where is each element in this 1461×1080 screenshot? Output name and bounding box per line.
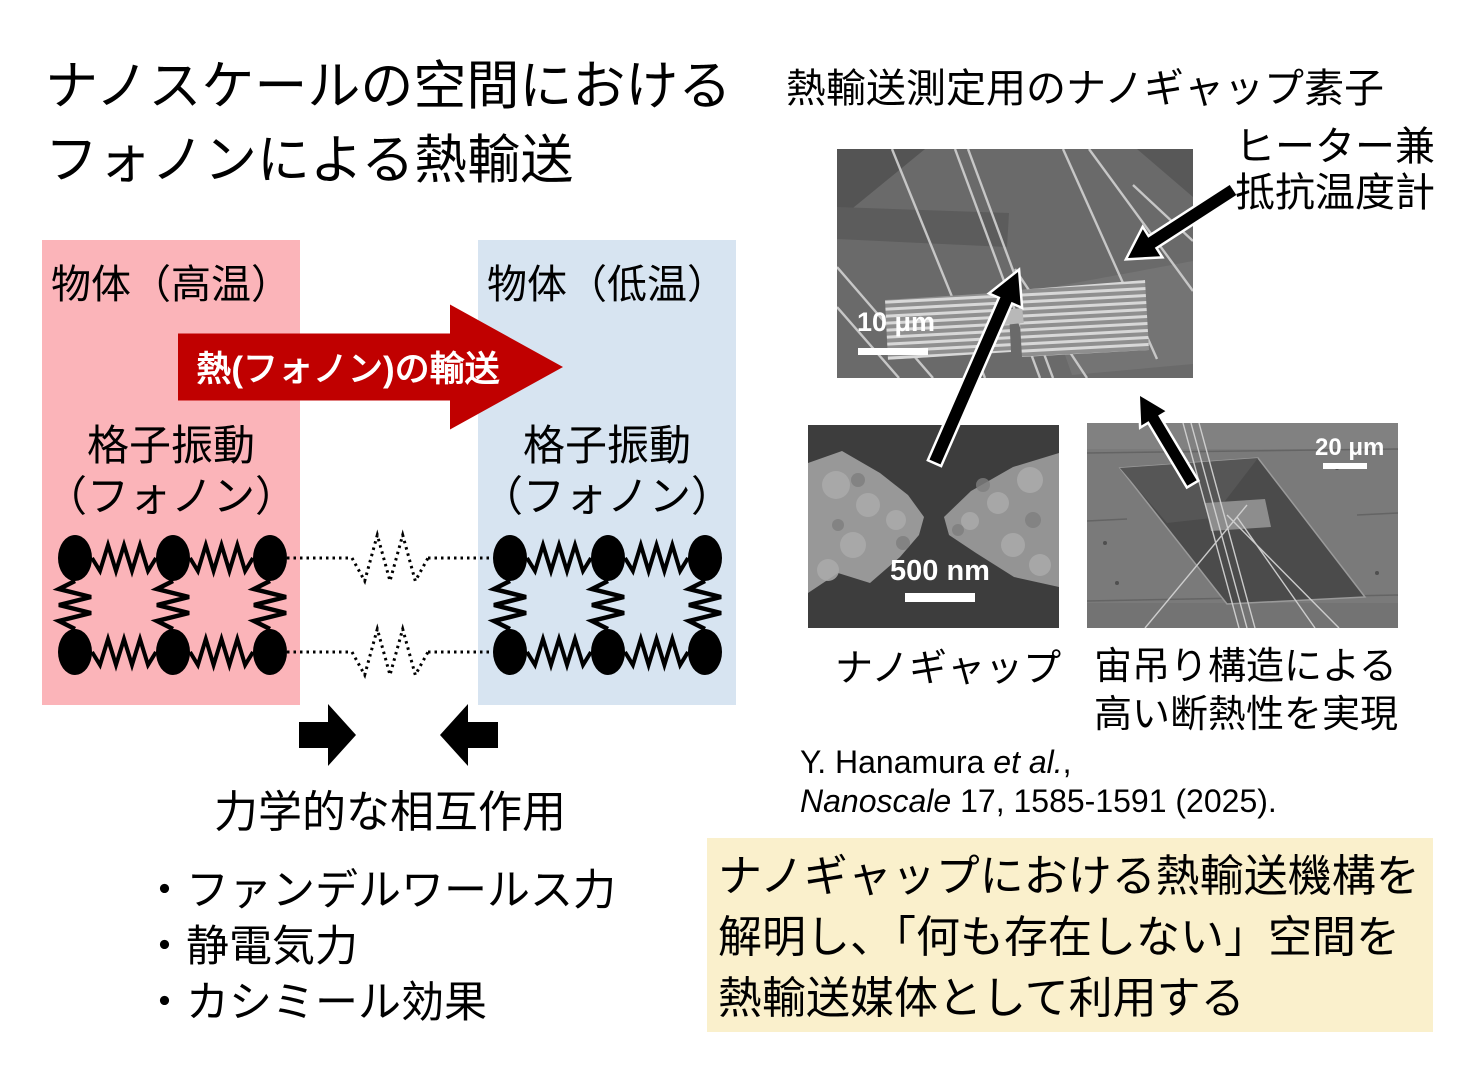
hot-lattice-label-line2: （フォノン）	[44, 473, 297, 520]
sem-device-overview-graphic: 10 μm	[836, 148, 1194, 379]
cold-lattice-label: 格子振動 （フォノン）	[478, 420, 736, 522]
nanogap-scale-label: 500 nm	[890, 555, 990, 587]
sem-suspended-image: 20 μm	[1086, 422, 1399, 633]
sem-nanogap-graphic: 500 nm	[808, 425, 1059, 628]
heat-transport-arrow-label: 熱(フォノン)の輸送	[196, 350, 500, 389]
nanogap-scale-bar	[905, 593, 975, 602]
citation-line2: Nanoscale 17, 1585-1591 (2025).	[800, 782, 1277, 821]
citation-line1: Y. Hanamura et al.,	[800, 743, 1277, 782]
citation: Y. Hanamura et al., Nanoscale 17, 1585-1…	[800, 743, 1277, 821]
interaction-label: 力学的な相互作用	[214, 788, 566, 837]
force-item-electrostatic: ・静電気力	[143, 923, 358, 971]
suspended-caption-line1: 宙吊り構造による	[1094, 646, 1397, 688]
summary-line1: ナノギャップにおける熱輸送機構を	[718, 852, 1420, 901]
citation-authors: Y. Hanamura	[800, 744, 994, 780]
citation-comma: ,	[1062, 744, 1072, 780]
summary-line2: 解明し、「何も存在しない」空間を	[718, 913, 1400, 962]
page-title-line1: ナノスケールの空間における	[45, 57, 732, 116]
citation-etal: et al.	[993, 744, 1063, 780]
nanogap-caption: ナノギャップ	[835, 648, 1062, 690]
cold-lattice-label-line1: 格子振動	[522, 422, 691, 469]
suspended-caption-line2: 高い断熱性を実現	[1094, 694, 1399, 736]
right-panel-header: 熱輸送測定用のナノギャップ素子	[786, 67, 1384, 111]
cold-lattice-label-line2: （フォノン）	[480, 473, 733, 520]
cold-object-label: 物体（低温）	[487, 263, 727, 307]
hot-object-label: 物体（高温）	[51, 263, 291, 307]
force-item-vdw: ・ファンデルワールス力	[143, 867, 616, 915]
heater-label-line2: 抵抗温度計	[1235, 171, 1435, 215]
summary-text: ナノギャップにおける熱輸送機構を 解明し、「何も存在しない」空間を 熱輸送媒体と…	[718, 846, 1420, 1029]
sem-suspended-graphic: 20 μm	[1086, 422, 1399, 629]
converge-arrow-right	[440, 704, 498, 766]
suspended-scale-bar	[1323, 463, 1367, 469]
converge-arrow-left	[299, 704, 356, 766]
hot-lattice-label-line1: 格子振動	[86, 422, 255, 469]
page-title: ナノスケールの空間における フォノンによる熱輸送	[45, 50, 731, 198]
suspended-scale-label: 20 μm	[1315, 434, 1384, 461]
page-title-line2: フォノンによる熱輸送	[45, 131, 574, 190]
sem-top-scale-bar	[858, 348, 928, 355]
hot-lattice-label: 格子振動 （フォノン）	[42, 420, 300, 522]
citation-volume: 17, 1585-1591 (2025).	[951, 783, 1277, 819]
sem-top-scale-label: 10 μm	[857, 307, 935, 337]
force-item-casimir: ・カシミール効果	[143, 979, 487, 1027]
citation-journal: Nanoscale	[800, 783, 952, 819]
sem-nanogap-image: 500 nm	[808, 425, 1059, 633]
nanogap-bridge	[1002, 307, 1024, 326]
heater-meander-right	[1018, 280, 1149, 357]
suspended-caption: 宙吊り構造による 高い断熱性を実現	[1094, 643, 1398, 739]
sem-device-overview-image: 10 μm	[836, 148, 1194, 383]
gap-coupling-springs	[287, 529, 493, 681]
summary-box	[707, 838, 1433, 1032]
heater-label: ヒーター兼 抵抗温度計	[1235, 124, 1435, 216]
heater-label-line1: ヒーター兼	[1235, 125, 1435, 169]
summary-line3: 熱輸送媒体として利用する	[718, 974, 1245, 1023]
